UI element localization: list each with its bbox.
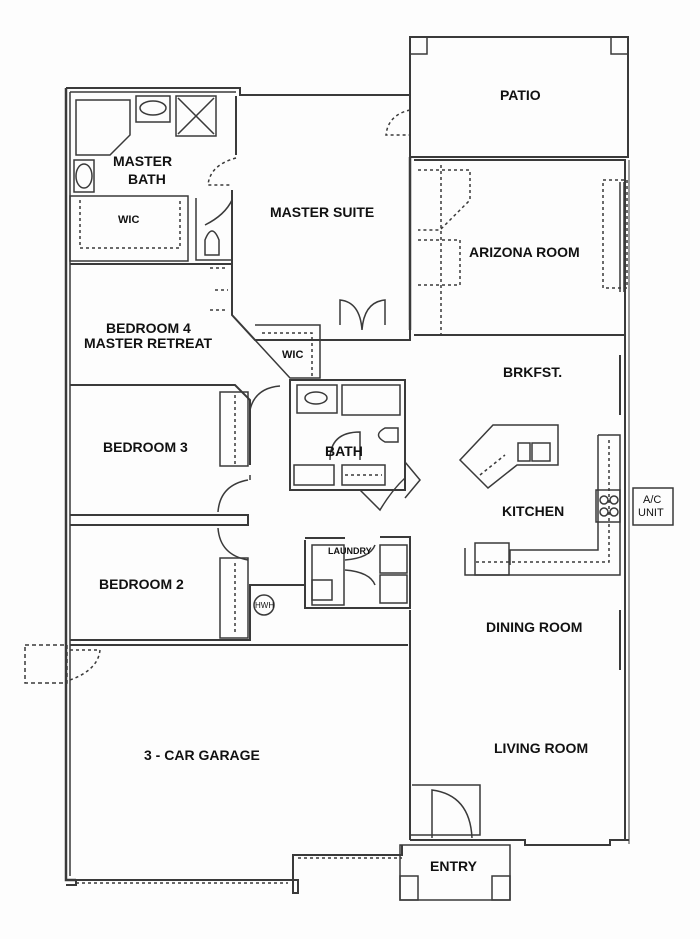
room-label-bedroom-2: BEDROOM 2: [99, 576, 184, 592]
room-label-master-retreat: MASTER RETREAT: [84, 335, 213, 351]
label-ac-line2: UNIT: [638, 507, 664, 519]
label-ac-line1: A/C: [643, 494, 662, 506]
room-label-laundry: LAUNDRY: [328, 546, 372, 556]
room-label-breakfast: BRKFST.: [503, 364, 563, 380]
room-label-entry: ENTRY: [430, 858, 477, 874]
room-label-dining-room: DINING ROOM: [486, 619, 583, 635]
room-label-patio: PATIO: [500, 87, 541, 103]
room-label-bedroom-4: BEDROOM 4: [106, 320, 191, 336]
room-label-master-bath-line1: MASTER: [113, 153, 173, 169]
label-hot-water-heater: HWH: [255, 601, 275, 610]
room-label-garage: 3 - CAR GARAGE: [144, 747, 260, 763]
room-label-arizona-room: ARIZONA ROOM: [469, 244, 580, 260]
room-label-master-suite: MASTER SUITE: [270, 204, 375, 220]
room-label-bath: BATH: [325, 443, 363, 459]
room-label-master-wic: WIC: [118, 214, 140, 226]
room-label-master-bath-line2: BATH: [128, 171, 166, 187]
room-label-kitchen: KITCHEN: [502, 503, 565, 519]
room-label-wic: WIC: [282, 349, 304, 361]
room-label-living-room: LIVING ROOM: [494, 740, 589, 756]
room-label-bedroom-3: BEDROOM 3: [103, 439, 188, 455]
